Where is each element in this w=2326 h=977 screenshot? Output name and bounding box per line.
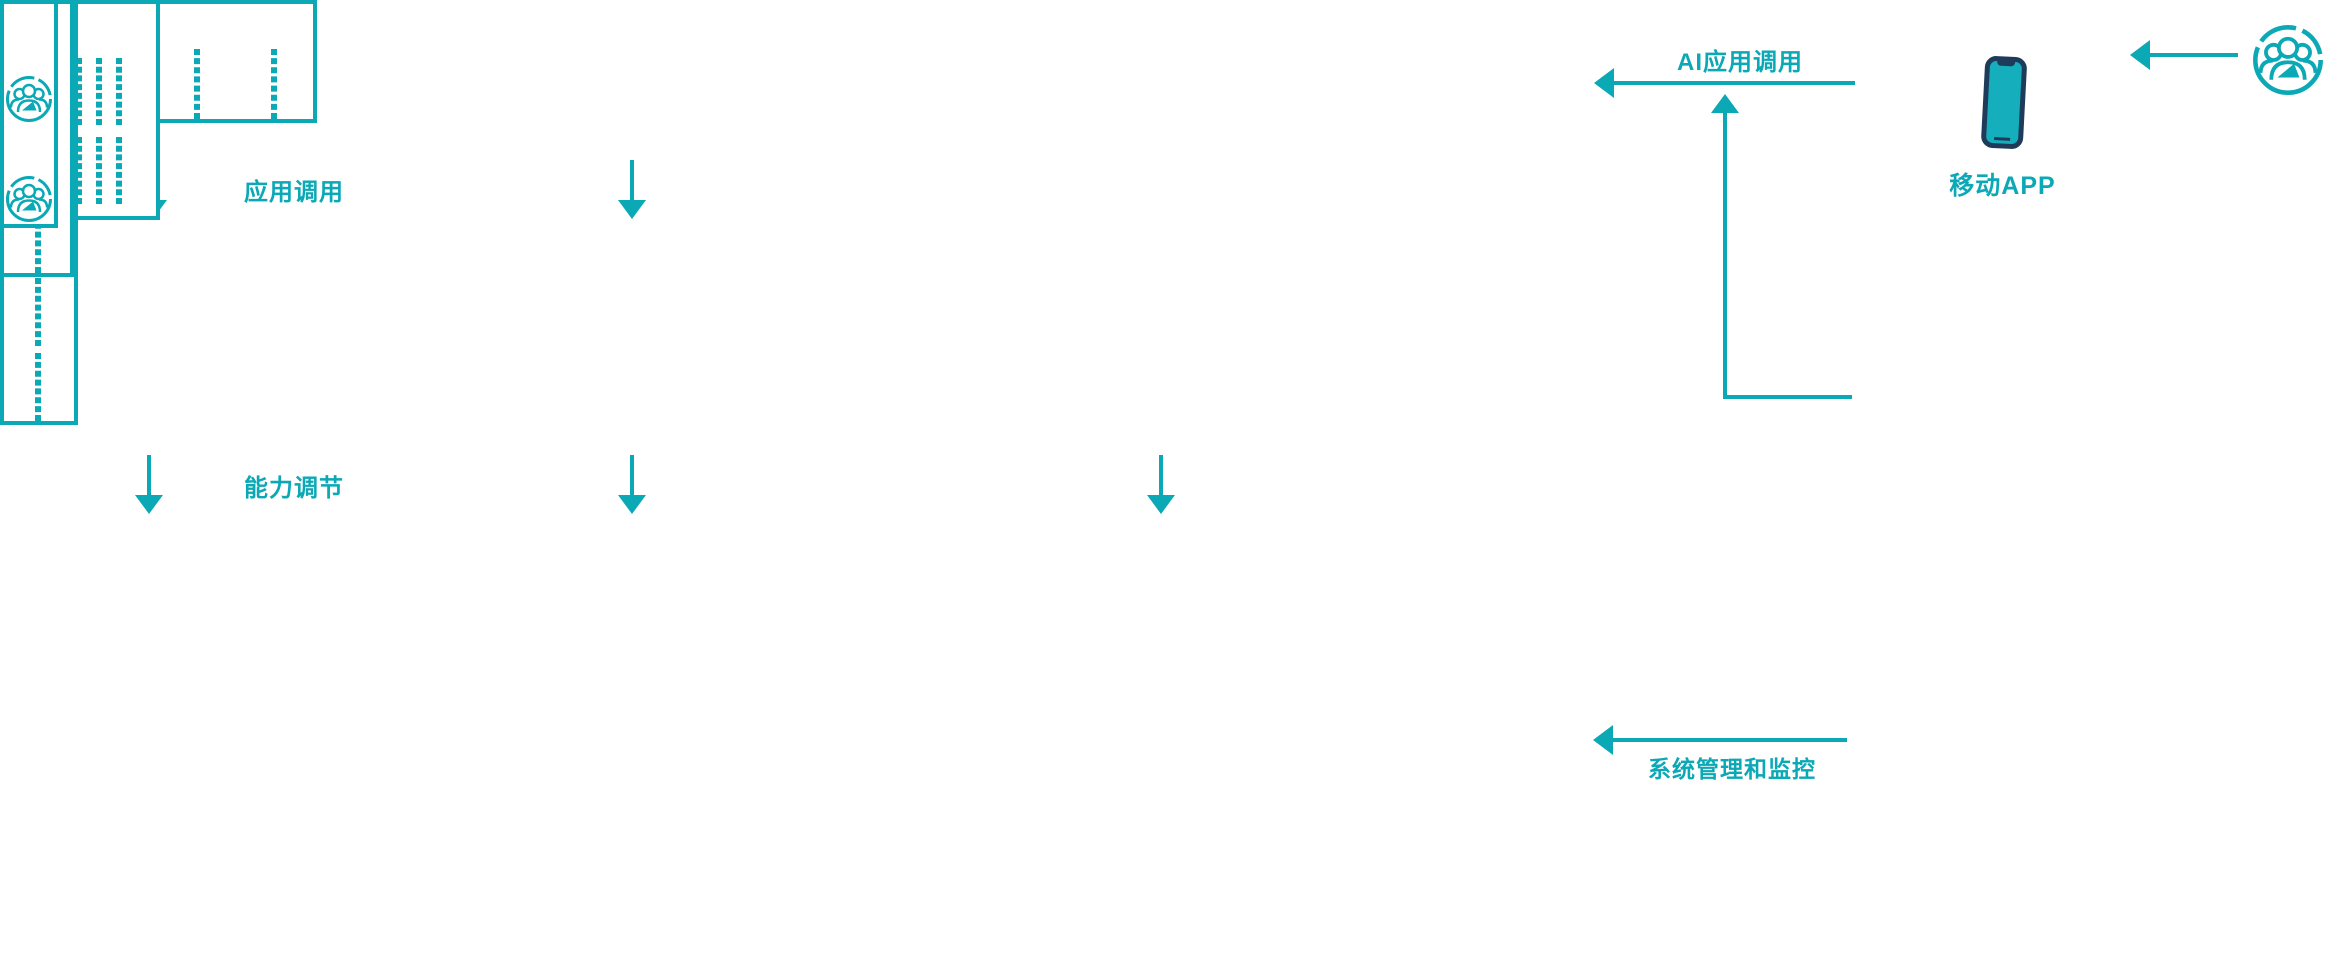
placeholder-box (35, 278, 41, 346)
arrow-capability-head-2 (618, 495, 646, 514)
arrow-capability-head-3 (1147, 495, 1175, 514)
admin-users-box (0, 0, 58, 228)
arrow-capability-line-2 (630, 455, 634, 497)
placeholder-box (96, 58, 102, 125)
arrow-applet-elbow-hline (1723, 395, 1852, 399)
arrow-system-mgmt-head (1593, 725, 1613, 755)
label-app-call: 应用调用 (244, 179, 344, 206)
arrow-app-call-head-2 (618, 200, 646, 219)
placeholder-box (116, 58, 122, 125)
arrow-ai-app-call-head (1594, 68, 1614, 98)
arrow-capability-line-3 (1159, 455, 1163, 497)
placeholder-box (96, 137, 102, 204)
smartphone-icon (1981, 56, 2027, 149)
arrow-capability-head-1 (135, 495, 163, 514)
placeholder-box (116, 137, 122, 204)
arrow-user-to-mobile-head (2130, 40, 2150, 70)
label-mobile-app: 移动APP (1949, 172, 2056, 200)
label-capability-adjust: 能力调节 (244, 475, 344, 502)
group-user-icon (2250, 22, 2326, 98)
label-ai-app-call: AI应用调用 (1677, 49, 1803, 76)
arrow-applet-elbow-head (1711, 94, 1739, 113)
arrow-app-call-line-2 (630, 160, 634, 202)
arrow-system-mgmt-line (1613, 738, 1847, 742)
arrow-ai-app-call-line (1613, 81, 1855, 85)
arrow-capability-line-1 (147, 455, 151, 497)
placeholder-box (194, 49, 200, 119)
group-user-icon (6, 76, 52, 122)
placeholder-box (35, 353, 41, 421)
arrow-applet-elbow-vline (1723, 112, 1727, 399)
group-user-icon (6, 176, 52, 222)
arrow-user-to-mobile-line (2150, 53, 2238, 57)
placeholder-box (271, 49, 277, 119)
label-system-management: 系统管理和监控 (1648, 756, 1816, 782)
